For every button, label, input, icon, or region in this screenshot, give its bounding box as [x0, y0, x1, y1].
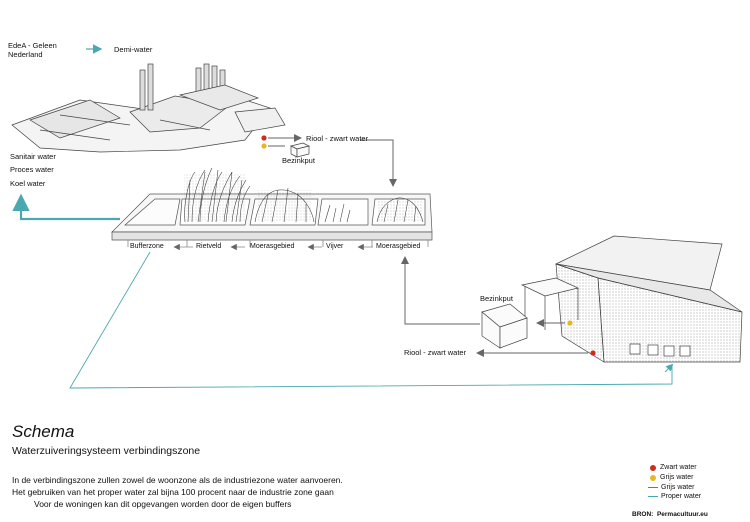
demi-water-label: Demi-water: [114, 45, 153, 54]
building-grey-dot: [567, 320, 573, 326]
vegetation-shading: [184, 174, 422, 222]
clean-water-return-arrow: [12, 193, 120, 221]
grey-water-dot: [261, 143, 267, 149]
teal-line-icon: [648, 496, 658, 497]
riool-to-marsh-arrow: [360, 139, 397, 187]
riool-label-top: Riool - zwart water: [306, 134, 369, 143]
factory-illustration: [11, 63, 286, 153]
description-line-3: Voor de woningen kan dit opgevangen word…: [34, 499, 292, 509]
legend-item-zwart-water: Zwart water: [650, 464, 697, 471]
zone-connectors: [127, 240, 429, 251]
building-black-dot: [590, 350, 596, 356]
use-sanitair: Sanitair water: [10, 152, 56, 161]
zone-label-bufferzone: Bufferzone: [130, 243, 164, 250]
bezinkput-label-building: Bezinkput: [480, 294, 513, 303]
zone-label-moerasgebied-1: Moerasgebied: [250, 243, 295, 250]
building-illustration: [520, 235, 743, 363]
legend-item-proper-water: Proper water: [648, 493, 701, 500]
riool-label-building: Riool - zwart water: [404, 348, 467, 357]
zone-label-vijver: Vijver: [326, 243, 344, 250]
legend-item-grijs-water-line: Grijs water: [648, 484, 694, 491]
grey-water-to-marsh-arrow: [401, 256, 480, 325]
legend-item-grijs-water-dot: Grijs water: [650, 474, 693, 481]
clean-water-arrowhead: [664, 363, 674, 373]
factory-uses-list: Sanitair water Proces water Koel water: [10, 152, 56, 188]
description-line-1: In de verbindingszone zullen zowel de wo…: [12, 475, 343, 485]
description-line-2: Het gebruiken van het proper water zal b…: [12, 487, 334, 497]
yellow-dot-icon: [650, 474, 656, 481]
zone-label-moerasgebied-2: Moerasgebied: [376, 243, 421, 250]
bezinkput-box-large: [481, 303, 528, 349]
use-koel: Koel water: [10, 178, 46, 188]
black-water-dot: [261, 135, 267, 141]
bezinkput-box-small: [289, 142, 311, 158]
zone-label-rietveld: Rietveld: [196, 243, 222, 250]
use-proces: Proces water: [10, 165, 54, 175]
grey-line-icon: [648, 487, 658, 488]
source-credit: BRON: Permacultuur.eu: [632, 511, 708, 518]
clean-water-loop: [69, 251, 673, 389]
red-dot-icon: [650, 464, 656, 471]
bezinkput-label-top: Bezinkput: [282, 156, 315, 165]
location-label: EdeA - Geleen Nederland: [8, 41, 57, 60]
schema-subtitle: Waterzuiveringsysteem verbindingszone: [12, 445, 201, 457]
schema-title: Schema: [12, 422, 75, 441]
